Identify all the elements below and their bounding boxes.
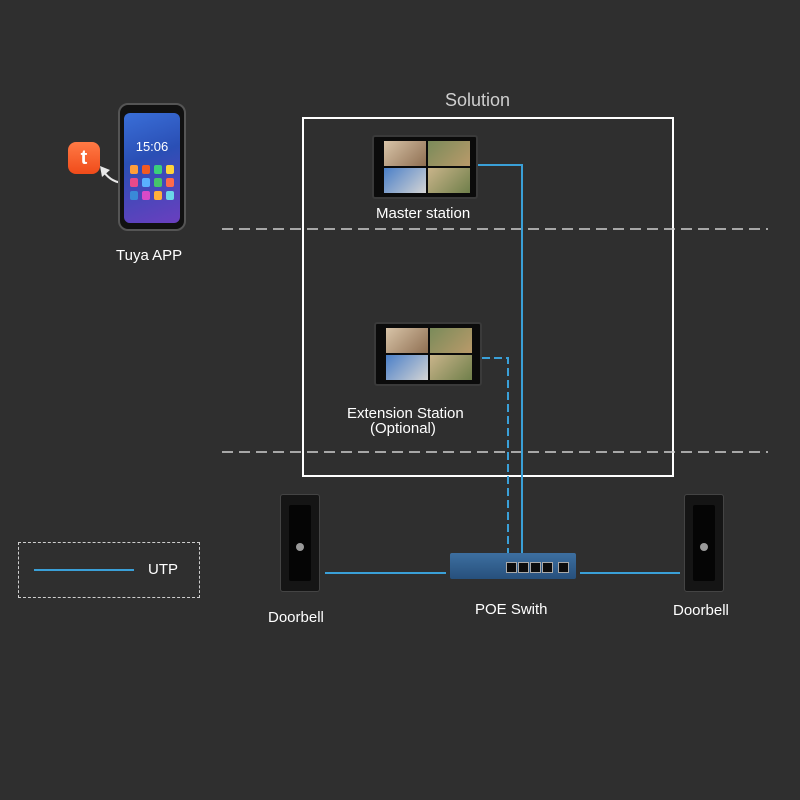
poe-switch-label: POE Swith: [475, 601, 548, 618]
doorbell-left-icon: [280, 494, 320, 592]
phone-screen: 15:06: [124, 113, 180, 223]
legend-utp-label: UTP: [148, 561, 178, 578]
solution-title: Solution: [445, 90, 511, 110]
phone-clock: 15:06: [135, 139, 169, 154]
smartphone-icon: 15:06: [118, 103, 186, 231]
cable-master-station: [478, 164, 523, 553]
extension-station-optional-label: (Optional): [370, 420, 436, 437]
cable-extension-station: [482, 357, 509, 553]
legend-box: [18, 542, 200, 598]
doorbell-right-label: Doorbell: [673, 602, 729, 619]
doorbell-right-icon: [684, 494, 724, 592]
extension-station-monitor-icon: [374, 322, 482, 386]
app-arrow-head: [100, 166, 110, 177]
tuya-app-icon: t: [68, 142, 100, 174]
tuya-app-label: Tuya APP: [116, 247, 183, 264]
network-switch-icon: [450, 553, 576, 579]
master-station-monitor-icon: [372, 135, 478, 199]
extension-station-label: Extension Station: [347, 405, 464, 422]
doorbell-left-label: Doorbell: [268, 609, 324, 626]
master-station-label: Master station: [376, 205, 471, 222]
phone-app-grid: [130, 165, 174, 200]
solution-frame: [302, 117, 674, 477]
